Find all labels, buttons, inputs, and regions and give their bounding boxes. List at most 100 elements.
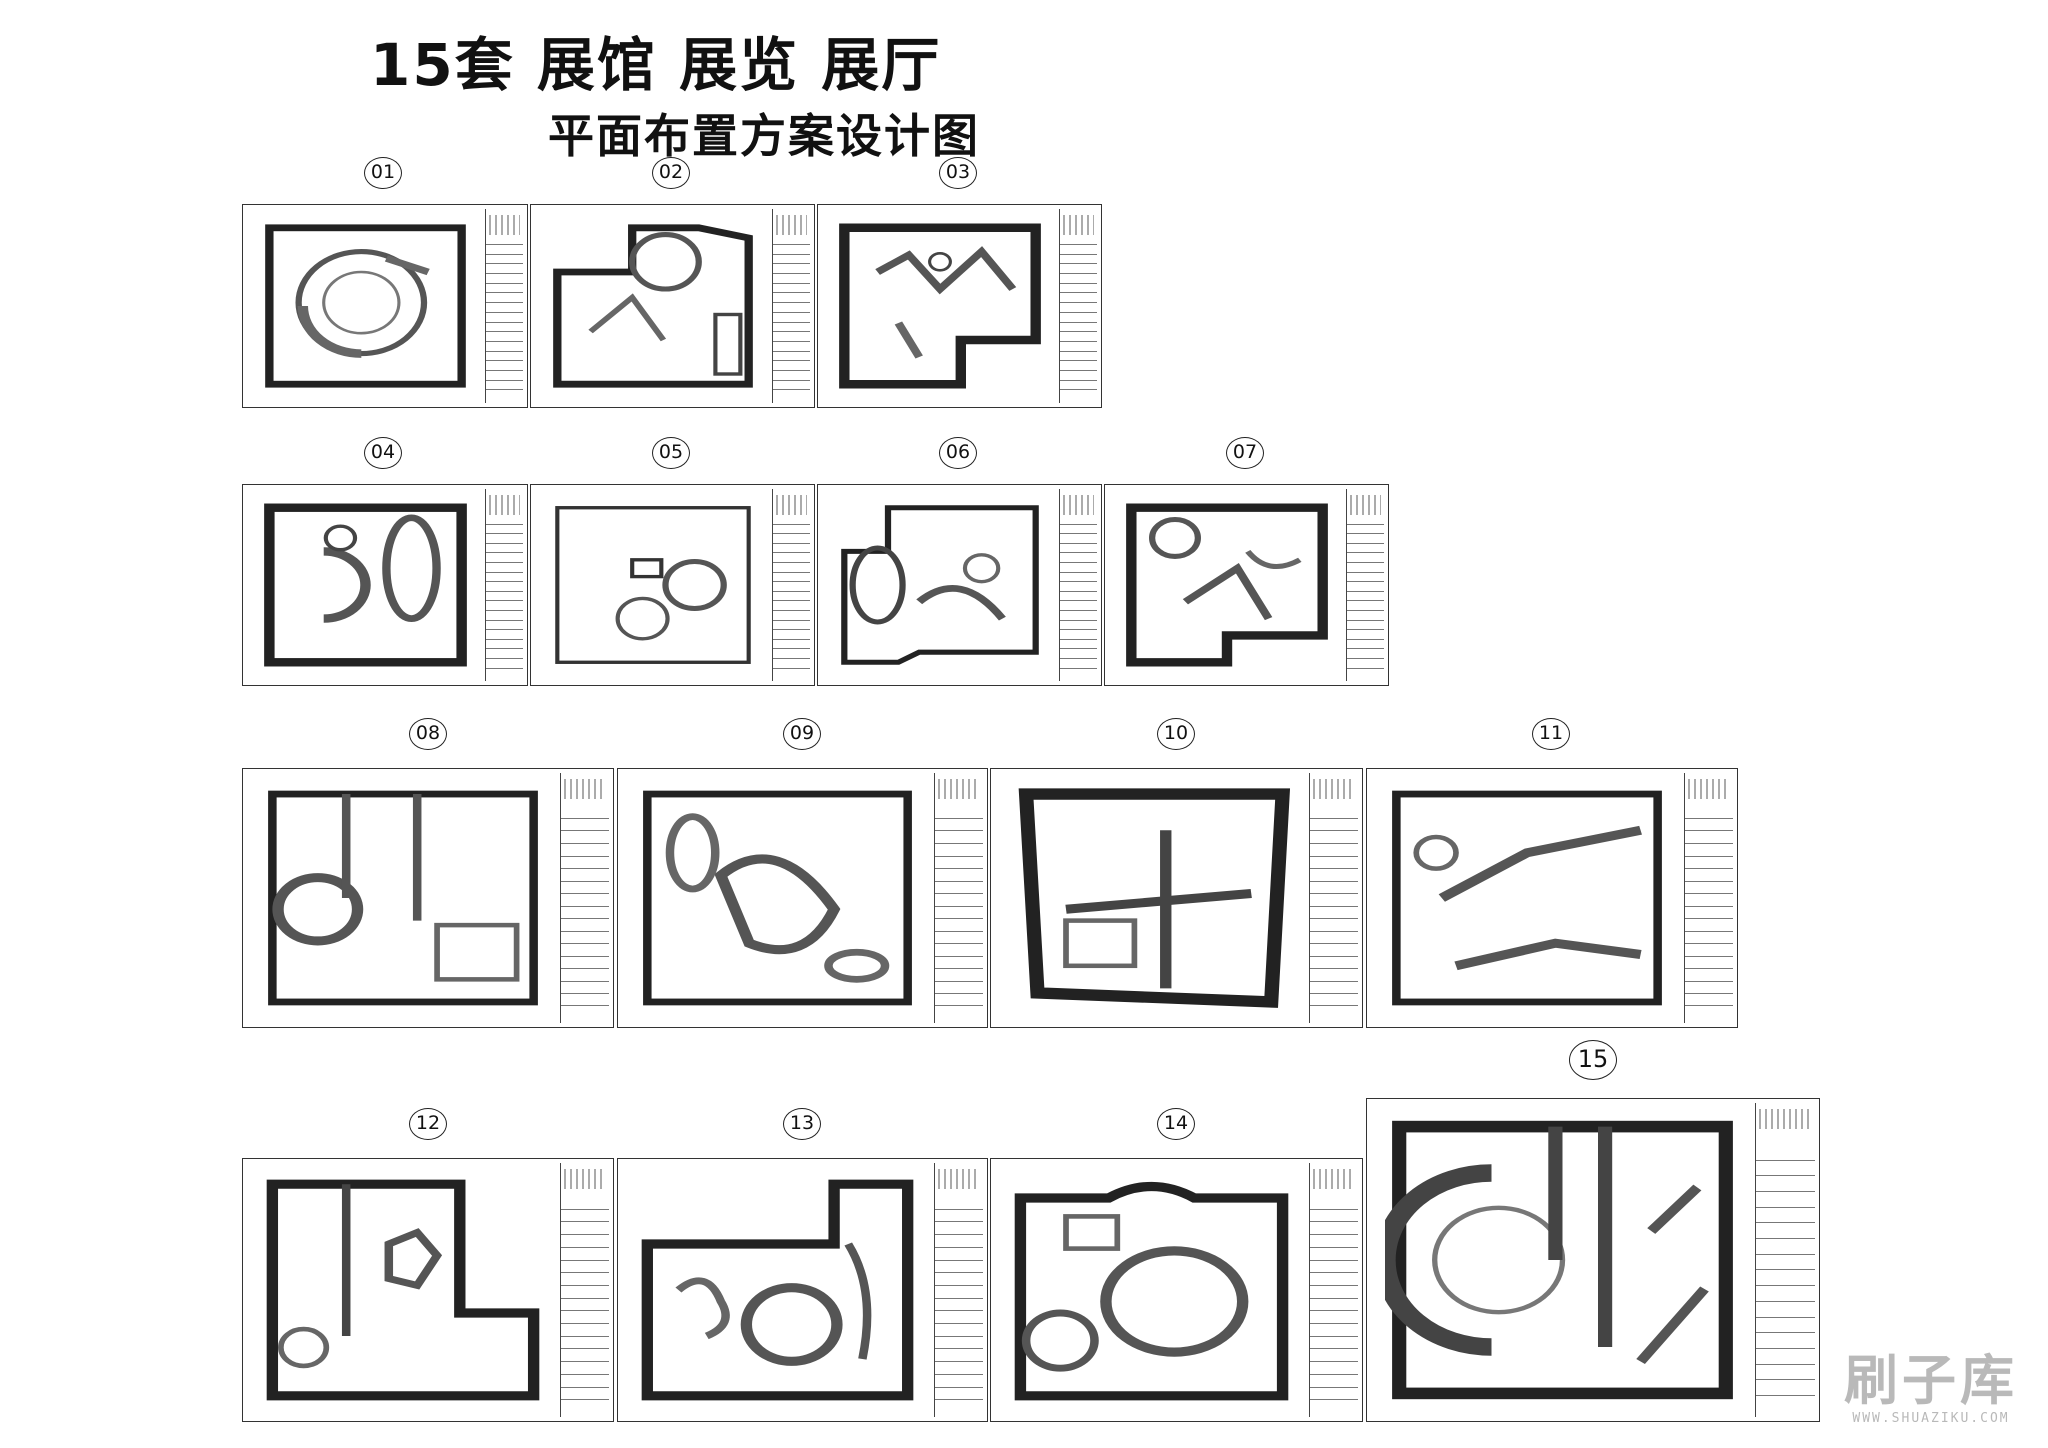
floor-plan-sheet-12[interactable] [242,1158,614,1422]
title-block-rule [1756,1222,1815,1223]
title-block-rule [1060,292,1097,293]
title-block-rule [935,893,983,894]
title-block-rule [1756,1285,1815,1286]
floor-plan-sheet-05[interactable] [530,484,815,686]
title-block-notes [1313,779,1355,799]
floor-plan-drawing [836,501,1044,669]
title-block-rule [935,1298,983,1299]
floor-plan-sheet-10[interactable] [990,768,1363,1028]
floor-plan-sheet-14[interactable] [990,1158,1363,1422]
title-block-rule [1060,668,1097,669]
title-block-rule [486,658,523,659]
title-block-notes [1759,1109,1812,1129]
title-block-rule [486,562,523,563]
floor-plan-sheet-07[interactable] [1104,484,1389,686]
title-block-rule [773,370,810,371]
title-block-rule [561,1209,609,1210]
title-block-rule [561,893,609,894]
title-block-rule [486,263,523,264]
floor-plan-drawing [636,1175,919,1405]
floor-plan-drawing [261,221,470,391]
title-block-rule [773,263,810,264]
title-block-rule [1685,1005,1733,1006]
sheet-number-06: 06 [939,437,977,469]
title-block [1059,489,1097,681]
sheet-number-15: 15 [1569,1040,1617,1080]
title-block-notes [1063,495,1094,515]
title-block-rule [561,981,609,982]
title-block [1309,773,1358,1023]
title-block-rule [773,543,810,544]
sheet-number-11: 11 [1532,718,1570,750]
title-block-notes [489,495,520,515]
sheet-number-13: 13 [783,1108,821,1140]
title-block-rule [486,552,523,553]
title-block-rule [773,331,810,332]
title-block-rule [561,1298,609,1299]
title-block-rule [773,562,810,563]
title-block-rule [773,341,810,342]
title-block-rule [773,639,810,640]
title-block-rule [1685,918,1733,919]
title-block-rule [1347,581,1384,582]
title-block-rule [1310,1310,1358,1311]
floor-plan-sheet-06[interactable] [817,484,1102,686]
title-block [772,489,810,681]
title-block-rule [1060,244,1097,245]
title-block-rule [486,543,523,544]
sheet-number-08: 08 [409,718,447,750]
title-block [560,773,609,1023]
sheet-number-01: 01 [364,157,402,189]
floor-plan-sheet-15[interactable] [1366,1098,1820,1422]
title-block-rule [773,552,810,553]
title-block-rule [773,629,810,630]
title-block-rule [1347,648,1384,649]
floor-plan-sheet-03[interactable] [817,204,1102,408]
title-block [934,1163,983,1417]
floor-plan-sheet-08[interactable] [242,768,614,1028]
title-block-rule [935,868,983,869]
floor-plan-sheet-04[interactable] [242,484,528,686]
title-block-rule [561,1323,609,1324]
title-block-rule [1060,331,1097,332]
title-block-rule [561,1310,609,1311]
title-block-rule [1060,370,1097,371]
title-block-rule [1756,1379,1815,1380]
title-block-rule [935,931,983,932]
title-block-rule [1756,1207,1815,1208]
title-block-rule [561,830,609,831]
title-block-notes [776,495,807,515]
title-block-rule [935,1323,983,1324]
title-block-rule [1060,658,1097,659]
title-block-rule [1060,360,1097,361]
title-block-rule [1060,524,1097,525]
title-block-rule [1310,1387,1358,1388]
title-block-notes [1688,779,1730,799]
floor-plan-sheet-01[interactable] [242,204,528,408]
floor-plan-sheet-13[interactable] [617,1158,988,1422]
title-block-notes [776,215,807,235]
title-block-rule [773,244,810,245]
title-block-rule [486,331,523,332]
title-block-rule [1347,543,1384,544]
sheet-number-12: 12 [409,1108,447,1140]
title-block-rule [486,572,523,573]
title-block [1755,1103,1815,1417]
title-block-rule [1756,1317,1815,1318]
title-block-rule [1685,993,1733,994]
title-block-rule [1685,893,1733,894]
floor-plan-sheet-02[interactable] [530,204,815,408]
title-block-rule [561,1005,609,1006]
title-block-rule [486,341,523,342]
title-block-rule [1060,273,1097,274]
floor-plan-sheet-11[interactable] [1366,768,1738,1028]
title-block-notes [1313,1169,1355,1189]
title-block-rule [935,918,983,919]
title-block-rule [1347,658,1384,659]
title-block-rule [1060,351,1097,352]
title-block-rule [773,572,810,573]
title-block-rule [935,993,983,994]
title-block-rule [1310,1298,1358,1299]
title-block-rule [773,389,810,390]
floor-plan-sheet-09[interactable] [617,768,988,1028]
